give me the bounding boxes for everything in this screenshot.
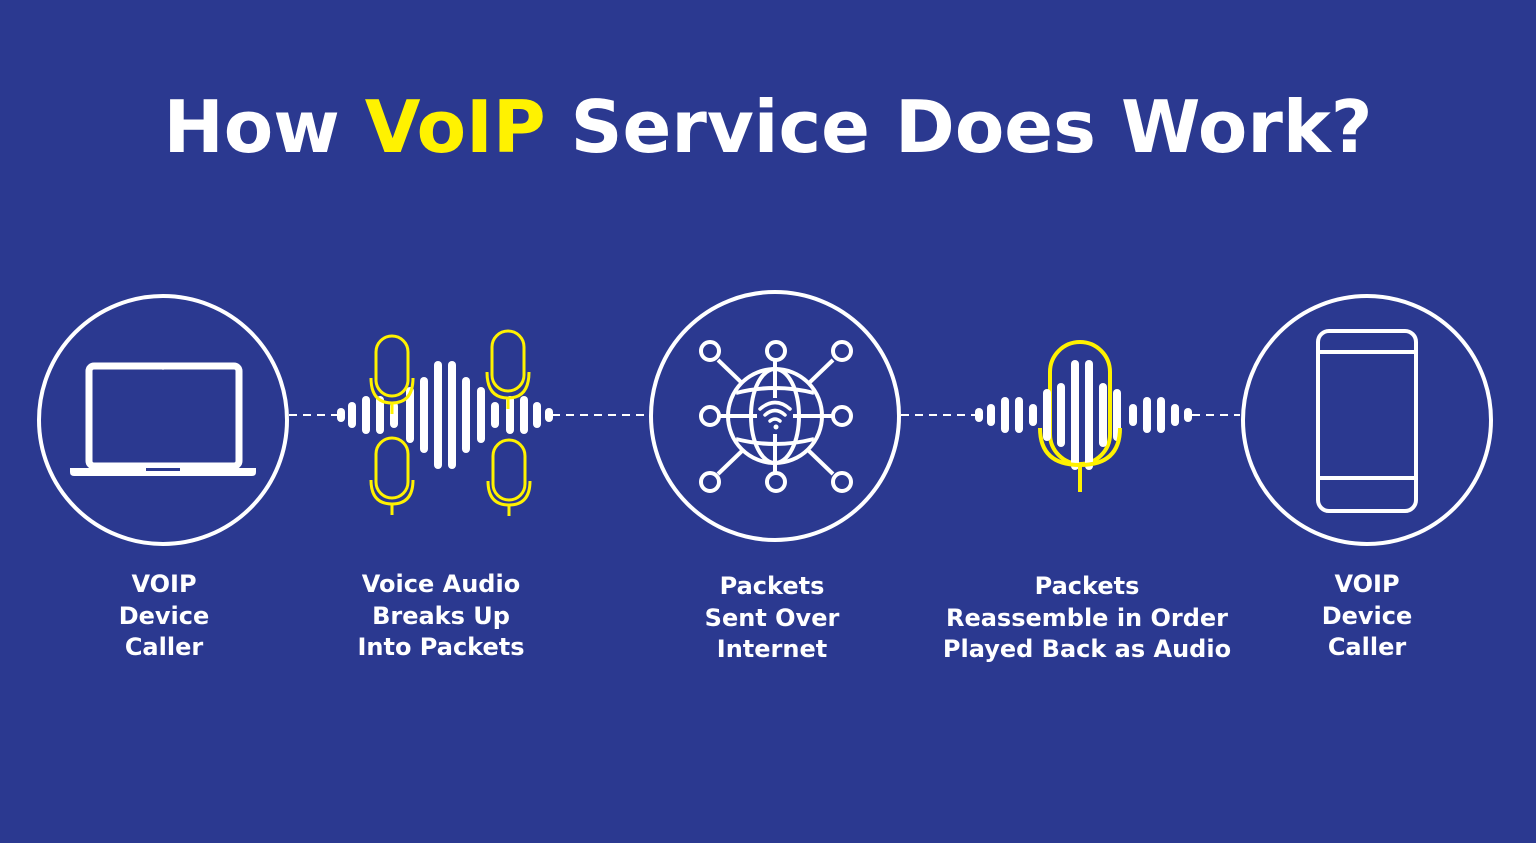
step-label-reassemble: Packets Reassemble in Order Played Back … (917, 571, 1257, 666)
step-label-caller: VOIP Device Caller (64, 569, 264, 664)
label-line: VOIP (131, 570, 197, 598)
label-line: Sent Over (704, 603, 840, 632)
smartphone-icon (1241, 294, 1493, 546)
step-label-voice-audio: Voice Audio Breaks Up Into Packets (331, 569, 551, 664)
step-label-receiver: VOIP Device Caller (1267, 569, 1467, 664)
label-line: VOIP (1334, 570, 1400, 598)
label-line: Packets (719, 572, 825, 600)
label-line: Breaks Up (372, 601, 510, 630)
label-line: Device (118, 601, 210, 630)
step-label-sent-over-internet: Packets Sent Over Internet (672, 571, 872, 666)
label-line: Reassemble in Order (945, 603, 1229, 632)
title-prefix: How (163, 85, 365, 169)
label-line: Caller (124, 633, 204, 661)
page-title: How VoIP Service Does Work? (0, 82, 1536, 172)
label-line: Internet (716, 635, 828, 663)
label-line: Played Back as Audio (942, 635, 1232, 663)
label-line: Voice Audio (361, 570, 521, 598)
label-line: Caller (1327, 633, 1407, 661)
laptop-icon (37, 294, 289, 546)
label-line: Device (1321, 601, 1413, 630)
title-suffix: Service Does Work? (545, 85, 1373, 169)
microphone-waveform-icon (975, 340, 1192, 492)
microphones-waveform-icon (337, 329, 553, 516)
label-line: Into Packets (357, 633, 525, 661)
label-line: Packets (1034, 572, 1140, 600)
globe-network-icon (649, 290, 901, 542)
title-highlight: VoIP (364, 85, 546, 169)
